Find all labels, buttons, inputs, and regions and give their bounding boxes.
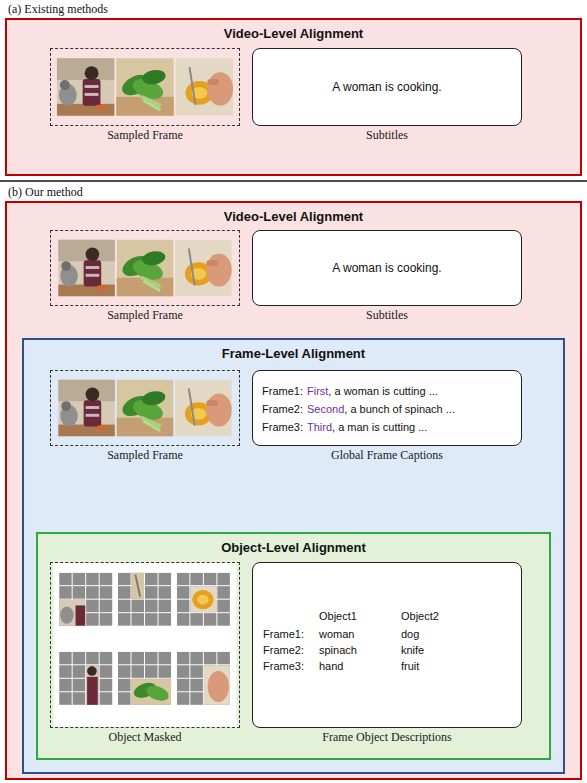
box-caption: Sampled Frame — [21, 308, 269, 322]
section-separator — [0, 180, 587, 182]
section-label: (b) Our method — [8, 185, 83, 199]
caption-text: , a woman is cutting ... — [328, 385, 437, 397]
caption-line: Frame3: Third, a man is cutting ... — [262, 418, 515, 436]
masked-frames: Object Masked — [50, 562, 240, 728]
box-caption: Object Masked — [21, 730, 269, 744]
sampled-frames: Sampled Frame — [50, 48, 240, 126]
video-level-region: Video-Level AlignmentSampled FrameA woma… — [5, 201, 582, 780]
box-caption: Sampled Frame — [21, 448, 269, 462]
subtitle-box: A woman is cooking.Subtitles — [252, 48, 522, 126]
region-title: Video-Level Alignment — [7, 26, 580, 42]
frame-id: Frame2: — [262, 403, 303, 415]
table-cell: dog — [401, 627, 419, 641]
box-caption: Subtitles — [223, 128, 551, 142]
table-cell: hand — [319, 659, 343, 673]
caption-text: , a bunch of spinach ... — [344, 403, 455, 415]
sampled-frames: Sampled Frame — [50, 370, 240, 446]
box-caption: Sampled Frame — [21, 128, 269, 142]
object-table: Object1 Object2Frame1: woman dogFrame2: spin… — [252, 562, 522, 728]
table-cell: woman — [319, 627, 354, 641]
row-label: Frame2: — [263, 643, 304, 657]
sampled-frames: Sampled Frame — [50, 230, 240, 306]
video-frames-illustration — [51, 49, 239, 125]
order-word: First — [307, 385, 328, 397]
table-cell: spinach — [319, 643, 357, 657]
frame-level-region: Frame-Level AlignmentSampled FrameFrame1… — [22, 338, 565, 774]
box-text: A woman is cooking. — [259, 231, 515, 305]
subtitle-box: A woman is cooking.Subtitles — [252, 230, 522, 306]
order-word: Third — [307, 421, 332, 433]
video-level-region: Video-Level AlignmentSampled FrameA woma… — [5, 18, 582, 176]
table-header: Object1 — [319, 609, 357, 623]
table-cell: fruit — [401, 659, 419, 673]
frame-id: Frame1: — [262, 385, 303, 397]
region-title: Frame-Level Alignment — [24, 346, 563, 362]
caption-lines: Frame1:First, a woman is cutting ...Fram… — [262, 382, 515, 436]
video-frames-illustration — [51, 371, 239, 445]
row-label: Frame3: — [263, 659, 304, 673]
masked-frames-illustration — [51, 563, 239, 727]
caption-text: , a man is cutting ... — [332, 421, 427, 433]
table-cell: knife — [401, 643, 424, 657]
box-caption: Global Frame Captions — [223, 448, 551, 462]
box-text: A woman is cooking. — [259, 49, 515, 125]
region-title: Video-Level Alignment — [7, 209, 580, 225]
table-header: Object2 — [401, 609, 439, 623]
object-level-region: Object-Level AlignmentObject MaskedObjec… — [36, 532, 551, 760]
section-label: (a) Existing methods — [8, 2, 108, 16]
order-word: Second — [307, 403, 344, 415]
frame-id: Frame3: — [262, 421, 303, 433]
caption-line: Frame1: First, a woman is cutting ... — [262, 382, 515, 400]
video-frames-illustration — [51, 231, 239, 305]
box-caption: Frame Object Descriptions — [223, 730, 551, 744]
caption-box: Frame1:First, a woman is cutting ...Fram… — [252, 370, 522, 446]
region-title: Object-Level Alignment — [38, 540, 549, 556]
box-caption: Subtitles — [223, 308, 551, 322]
row-label: Frame1: — [263, 627, 304, 641]
caption-line: Frame2: Second, a bunch of spinach ... — [262, 400, 515, 418]
